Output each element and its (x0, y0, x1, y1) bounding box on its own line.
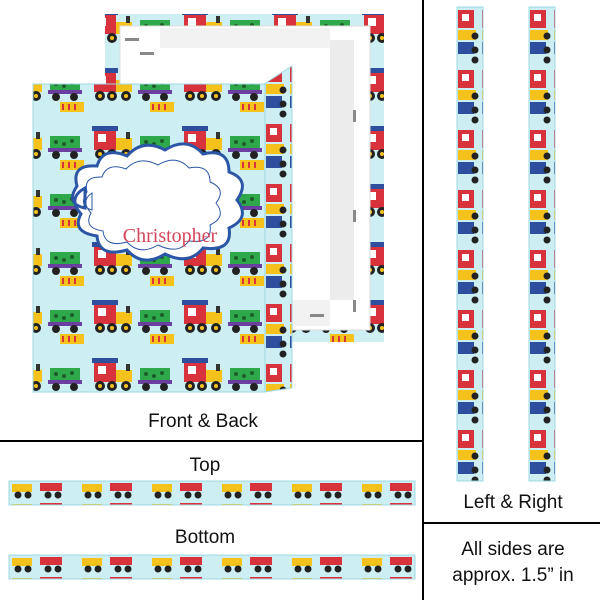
dimension-note-line1: All sides are (461, 539, 565, 560)
horizontal-divider-left (0, 440, 423, 442)
bottom-edge-strip (8, 554, 416, 580)
canvas-front-back-illustration (32, 14, 384, 393)
vertical-divider (422, 0, 424, 600)
front-back-caption: Front & Back (148, 411, 258, 432)
top-caption: Top (189, 455, 221, 476)
horizontal-divider-right (423, 522, 600, 524)
left-right-caption: Left & Right (463, 492, 563, 513)
right-edge-strip (528, 6, 556, 482)
left-edge-strip (456, 6, 484, 482)
dimension-note-line2: approx. 1.5” in (452, 565, 574, 586)
top-edge-strip (8, 480, 416, 506)
personalized-name: Christopher (122, 225, 218, 247)
bottom-caption: Bottom (174, 527, 236, 548)
